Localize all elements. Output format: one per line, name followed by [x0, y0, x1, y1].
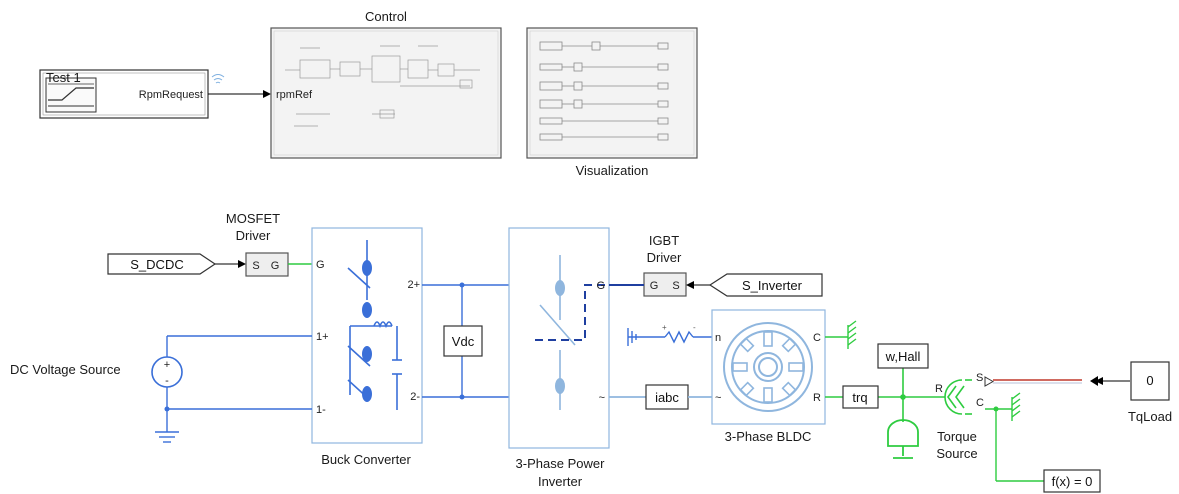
torque-source-title-1: Torque — [937, 429, 977, 444]
rpm-ref-port-label: rpmRef — [276, 89, 313, 101]
mosfet-driver-title-2: Driver — [236, 228, 271, 243]
torque-reference-icon — [985, 392, 1021, 421]
torque-source-block[interactable] — [944, 379, 972, 415]
igbt-driver-port-s: S — [672, 280, 679, 292]
signal-waveform-icon — [48, 87, 94, 101]
tqload-value: 0 — [1146, 373, 1153, 388]
buck-port-2p: 2+ — [407, 279, 420, 291]
wifi-broadcast-icon — [211, 74, 225, 84]
w-hall-sensor-block[interactable] — [877, 343, 929, 369]
trq-label: trq — [852, 390, 867, 405]
dc-bus-wires[interactable] — [422, 284, 509, 398]
motor-port-tilde: ~ — [715, 392, 721, 404]
buck-converter-block[interactable] — [311, 227, 423, 444]
shaft-wires[interactable] — [825, 368, 945, 422]
tqload-constant-block[interactable] — [1130, 361, 1170, 401]
dc-voltage-source[interactable] — [151, 335, 312, 432]
ps-input-arrow-icon — [984, 376, 995, 387]
w-hall-label: w,Hall — [885, 349, 921, 364]
control-title: Control — [365, 9, 407, 24]
visualization-title: Visualization — [576, 163, 649, 178]
igbt-driver-title-1: IGBT — [649, 233, 679, 248]
mechanical-reference-icon — [825, 320, 857, 349]
s-dcdc-label: S_DCDC — [130, 257, 183, 272]
neutral-resistor[interactable] — [627, 328, 712, 346]
tqload-title: TqLoad — [1128, 409, 1172, 424]
torque-port-s: S — [976, 372, 983, 384]
bldc-motor-block[interactable] — [711, 309, 826, 425]
torque-port-c: C — [976, 397, 984, 409]
visualization-subsystem[interactable] — [526, 27, 698, 159]
inverter-block[interactable] — [508, 227, 610, 449]
vdc-sensor-block[interactable] — [443, 325, 483, 357]
converter-arrow-icon — [1090, 376, 1098, 386]
dc-source-title: DC Voltage Source — [10, 362, 121, 377]
mosfet-driver-port-s: S — [252, 260, 259, 272]
neutral-plus: + — [662, 323, 667, 332]
inverter-title-2: Inverter — [538, 474, 583, 489]
torque-source-title-2: Source — [936, 446, 977, 461]
mosfet-driver-title-1: MOSFET — [226, 211, 280, 226]
inverter-port-g: G — [596, 280, 605, 292]
control-subsystem[interactable] — [270, 27, 502, 159]
ground-icon — [155, 431, 179, 443]
test-signal-title: Test 1 — [46, 70, 81, 85]
iabc-label: iabc — [655, 390, 679, 405]
inverter-title-1: 3-Phase Power — [516, 456, 606, 471]
motor-title: 3-Phase BLDC — [725, 429, 812, 444]
motor-port-r: R — [813, 392, 821, 404]
solver-config-block[interactable] — [1043, 469, 1101, 493]
rpm-request-port-label: RpmRequest — [139, 89, 203, 101]
torque-port-r: R — [935, 383, 943, 395]
s-inverter-from-tag[interactable] — [708, 273, 823, 297]
motor-port-n: n — [715, 332, 721, 344]
dc-source-minus: - — [165, 375, 169, 387]
neutral-minus: - — [693, 323, 696, 332]
solver-label: f(x) = 0 — [1052, 474, 1093, 489]
test-signal-block[interactable] — [39, 69, 209, 119]
buck-port-g: G — [316, 259, 325, 271]
dc-source-plus: + — [164, 359, 170, 371]
buck-port-1p: 1+ — [316, 331, 329, 343]
trq-sensor-block[interactable] — [842, 385, 879, 409]
s-dcdc-from-tag[interactable] — [107, 253, 217, 275]
s-inverter-label: S_Inverter — [742, 278, 803, 293]
buck-port-1m: 1- — [316, 404, 326, 416]
inertia-block[interactable] — [887, 419, 919, 459]
igbt-driver-title-2: Driver — [647, 250, 682, 265]
buck-converter-title: Buck Converter — [321, 452, 411, 467]
buck-port-2m: 2- — [410, 391, 420, 403]
vdc-label: Vdc — [452, 334, 475, 349]
mosfet-driver-port-g: G — [271, 260, 280, 272]
igbt-driver-port-g: G — [650, 280, 659, 292]
motor-port-c: C — [813, 332, 821, 344]
inverter-port-tilde: ~ — [599, 392, 605, 404]
